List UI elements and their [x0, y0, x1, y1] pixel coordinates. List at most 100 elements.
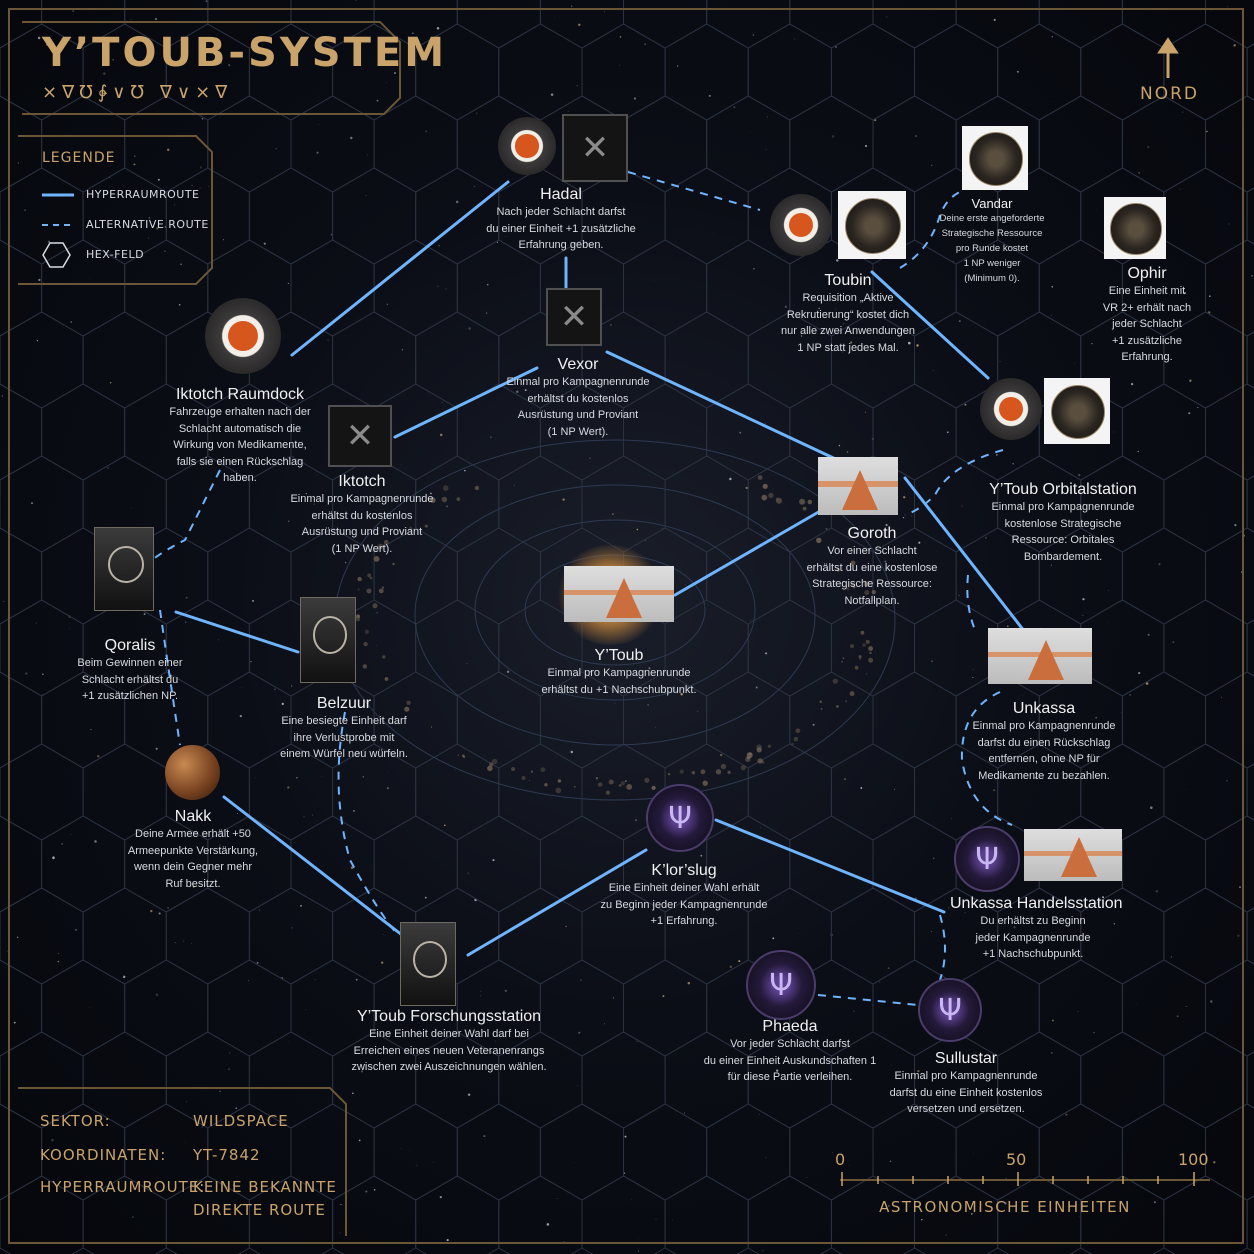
trident-emblem-icon[interactable]: Ψ: [954, 826, 1020, 892]
node-name: Toubin: [824, 272, 872, 289]
occult-card-icon[interactable]: [400, 922, 456, 1006]
trident-emblem-icon[interactable]: Ψ: [646, 784, 714, 852]
triangle-emblem-icon[interactable]: [564, 566, 674, 622]
route-nakk-forschung: [222, 795, 404, 937]
triangle-emblem-icon[interactable]: [1024, 829, 1122, 881]
trident-emblem-icon[interactable]: Ψ: [918, 978, 982, 1042]
rebel-emblem-icon[interactable]: [980, 378, 1042, 440]
alt-route-handelsstation-sullustar: [939, 914, 946, 981]
node-name: Belzuur: [316, 695, 372, 712]
decorative-frame: [18, 21, 1210, 1236]
crossed-swords-shield-icon[interactable]: ✕: [562, 114, 628, 182]
winged-badge-icon[interactable]: [1044, 378, 1110, 444]
occult-card-icon[interactable]: [94, 527, 154, 611]
compass-label: NORD: [1140, 84, 1199, 104]
rebel-emblem-icon[interactable]: [205, 298, 281, 374]
node-name: Unkassa Handelsstation: [950, 895, 1123, 912]
page-title: Y’TOUB-SYSTEM: [42, 30, 448, 76]
route-value-line1: KEINE BEKANNTE: [193, 1178, 337, 1196]
coordinates-label: KOORDINATEN:: [40, 1146, 167, 1164]
route-vexor-goroth: [605, 350, 844, 464]
node-name: Iktotch: [338, 473, 386, 490]
trident-emblem-icon[interactable]: Ψ: [746, 950, 816, 1020]
winged-badge-icon[interactable]: [838, 191, 906, 259]
alt-route-raumdock-qoralis: [151, 469, 221, 561]
scale-tick-0: 0: [835, 1150, 846, 1169]
node-name: Sullustar: [934, 1050, 998, 1067]
node-name: Iktotch Raumdock: [175, 386, 305, 403]
node-name: Phaeda: [762, 1018, 818, 1035]
node-name: Vexor: [557, 356, 599, 373]
node-name: Y’Toub: [594, 647, 644, 664]
node-unkassa-handelsstation[interactable]: Unkassa Handelsstation Du erhältst zu Be…: [950, 895, 1123, 963]
node-name: Ophir: [1127, 265, 1167, 282]
rebel-emblem-icon[interactable]: [498, 117, 556, 175]
node-klorslug[interactable]: K’lor’slug Eine Einheit deiner Wahl erhä…: [596, 862, 772, 930]
hyperspace-routes: [174, 180, 1030, 957]
route-raumdock-hadal: [290, 180, 510, 357]
route-label: HYPERRAUMROUTE:: [40, 1178, 206, 1196]
occult-card-icon[interactable]: [300, 597, 356, 683]
scale-tick-50: 50: [1006, 1150, 1027, 1169]
route-value-line2: DIREKTE ROUTE: [193, 1201, 326, 1219]
route-toubin-orbital: [870, 270, 990, 380]
node-name: Goroth: [847, 525, 897, 542]
scale-tick-100: 100: [1178, 1150, 1209, 1169]
alt-route-orbital-unkassa: [966, 574, 976, 631]
scale-bar-ticks: [841, 1172, 1195, 1186]
winged-badge-icon[interactable]: [962, 126, 1028, 190]
node-name: Unkassa: [1012, 700, 1076, 717]
legend-title: LEGENDE: [42, 150, 116, 166]
route-forschung-klorslug: [466, 848, 648, 957]
node-name: Vandar: [971, 196, 1013, 211]
node-name: Y’Toub Forschungsstation: [356, 1008, 542, 1025]
alt-route-belzuur-forschung: [337, 711, 399, 936]
crossed-swords-shield-icon[interactable]: ✕: [328, 405, 392, 467]
planet-icon[interactable]: [165, 745, 220, 800]
node-ytoub-orbitalstation[interactable]: Y’Toub Orbitalstation Einmal pro Kampagn…: [972, 481, 1154, 565]
crossed-swords-shield-icon[interactable]: ✕: [546, 288, 602, 346]
legend-item-alternative: ALTERNATIVE ROUTE: [86, 218, 209, 231]
triangle-emblem-icon[interactable]: [988, 628, 1092, 684]
sector-label: SEKTOR:: [40, 1112, 111, 1130]
arrow-up-icon: [1157, 37, 1179, 78]
route-qoralis-belzuur: [174, 610, 300, 654]
node-ytoub-forschungsstation[interactable]: Y’Toub Forschungsstation Eine Einheit de…: [346, 1008, 552, 1076]
hexagon-icon: [42, 242, 71, 268]
node-name: Nakk: [174, 808, 212, 825]
alt-route-qoralis-nakk: [159, 609, 181, 746]
rebel-emblem-icon[interactable]: [770, 194, 832, 256]
node-name: Hadal: [540, 186, 582, 203]
route-iktotch-vexor: [393, 366, 539, 439]
winged-badge-icon[interactable]: [1104, 197, 1166, 259]
triangle-emblem-icon[interactable]: [818, 457, 898, 515]
route-klorslug-handelsstation: [714, 818, 946, 914]
node-iktotch-raumdock[interactable]: Iktotch Raumdock Fahrzeuge erhalten nach…: [160, 386, 320, 487]
